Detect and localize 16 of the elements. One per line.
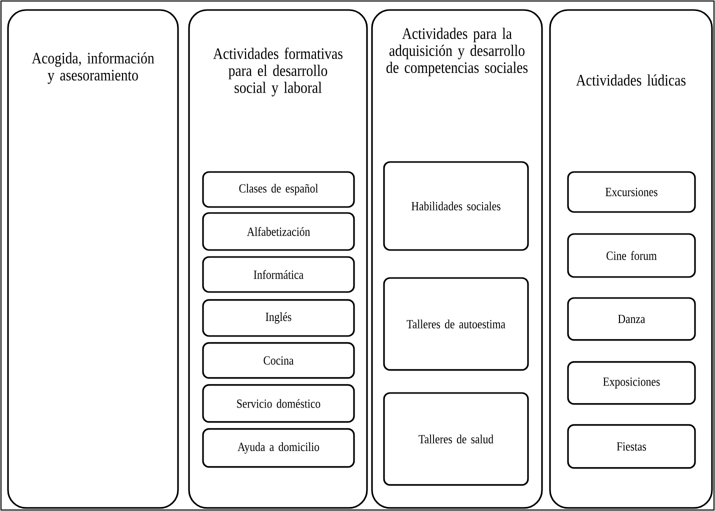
activity-box: Inglés [202,299,355,337]
activity-box: Habilidades sociales [383,161,529,251]
activity-box: Clases de español [202,171,355,208]
activity-box: Servicio doméstico [202,384,355,423]
activity-box: Cocina [202,342,355,379]
activity-box: Alfabetización [202,212,355,251]
activity-box: Talleres de salud [383,392,529,486]
activity-box: Ayuda a domicilio [202,428,355,468]
activity-box: Informática [202,256,355,293]
activity-box: Fiestas [567,424,696,469]
activity-box: Excursiones [567,171,696,213]
activity-box: Danza [567,297,696,341]
activity-box: Talleres de autoestima [383,277,529,371]
activity-box: Exposiciones [567,361,696,405]
activity-box: Cine forum [567,233,696,278]
column-box: Acogida, información y asesoramiento [7,9,179,509]
